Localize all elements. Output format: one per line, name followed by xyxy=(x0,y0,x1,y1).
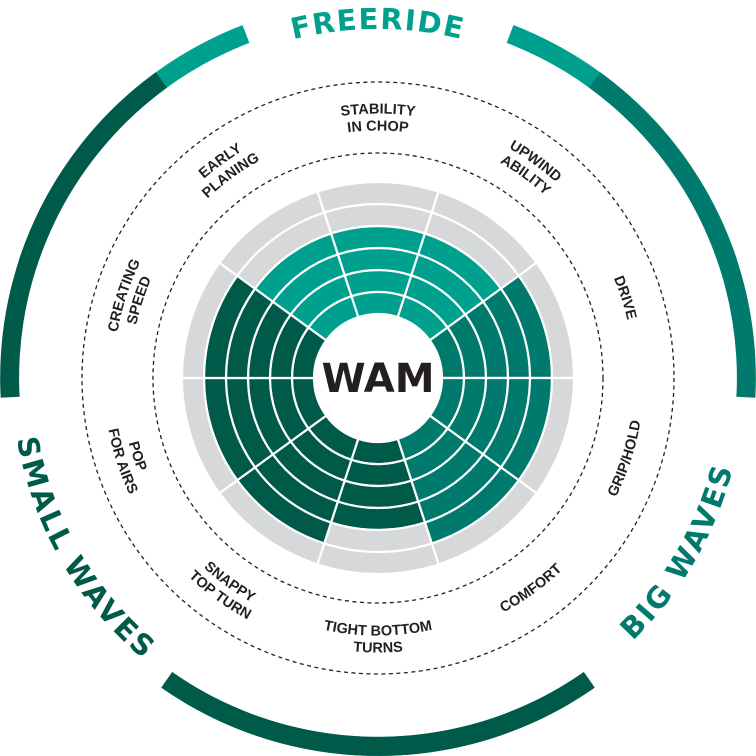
category-arc-gap xyxy=(582,396,756,691)
axis-label-text: IN CHOP xyxy=(346,118,409,136)
category-label-text: BIG WAVES xyxy=(613,460,737,646)
rating-cell-early-planing-6 xyxy=(217,190,326,278)
axis-label-line: COMFORT xyxy=(497,561,565,616)
axis-label-line: GRIP/HOLD xyxy=(605,419,645,499)
axis-label-line: TIGHT BOTTOM xyxy=(323,618,434,640)
rating-cell-stability-in-chop-2 xyxy=(343,268,413,298)
axis-label-line: TURNS xyxy=(353,639,404,656)
axis-label-drive: DRIVE xyxy=(610,274,639,322)
axis-label-text: TIGHT BOTTOM xyxy=(323,618,434,640)
rating-cell-stability-in-chop-1 xyxy=(350,290,406,319)
axis-label-text: GRIP/HOLD xyxy=(605,419,645,499)
axis-label-line: IN CHOP xyxy=(346,118,409,136)
rating-cell-tight-bottom-turns-1 xyxy=(350,437,406,466)
axis-label-line: DRIVE xyxy=(610,274,639,322)
axis-label-text: DRIVE xyxy=(610,274,639,322)
center-label: WAM xyxy=(321,356,434,402)
category-arc-freeride xyxy=(18,0,738,268)
axis-label-comfort: COMFORT xyxy=(497,561,565,616)
axis-label-line: STABILITY xyxy=(340,101,417,120)
category-label-big: BIG WAVES xyxy=(613,460,739,646)
axis-label-grip-hold: GRIP/HOLD xyxy=(605,419,645,499)
category-label-freeride: FREERIDE xyxy=(287,2,468,46)
category-arc-gap xyxy=(0,396,174,691)
axis-label-text: COMFORT xyxy=(497,561,565,616)
axis-label-text: TURNS xyxy=(353,639,404,656)
category-arc-gap xyxy=(241,0,515,46)
dashed-guide-outer xyxy=(81,81,675,675)
rating-cell-tight-bottom-turns-2 xyxy=(343,458,413,488)
dashed-guide-inner xyxy=(152,152,604,604)
center-hub xyxy=(314,314,442,442)
axis-label-text: STABILITY xyxy=(340,101,417,120)
category-label-text: FREERIDE xyxy=(287,2,466,46)
